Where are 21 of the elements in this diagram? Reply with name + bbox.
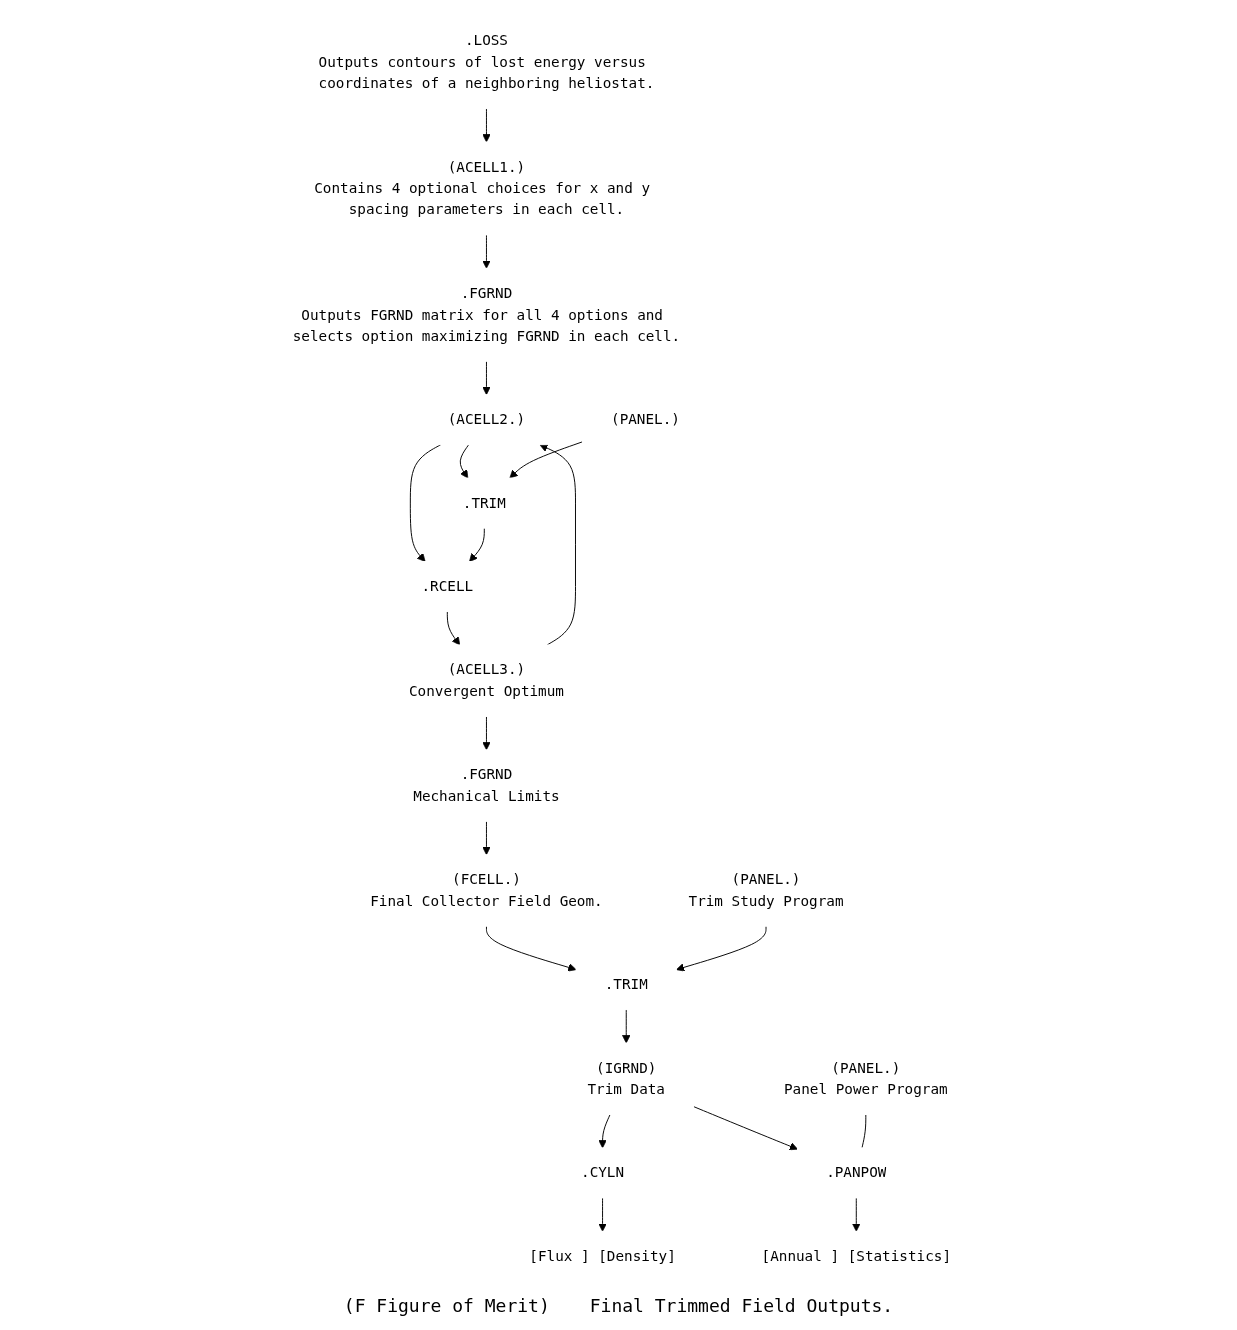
node-text: (FCELL.) Final Collector Field Geom. (370, 870, 603, 910)
node-text: .TRIM (604, 975, 648, 993)
note-text: (F Figure of Merit) (343, 1295, 550, 1316)
node-text: .LOSS Outputs contours of lost energy versus coordinates of a neighboring heliostat. (318, 31, 655, 92)
note-text: Final Trimmed Field Outputs. (589, 1295, 894, 1316)
node-text: .TRIM (462, 494, 506, 512)
node-text: .FGRND Outputs FGRND matrix for all 4 options and selects option maximizing FGRND in each cell. (292, 284, 681, 345)
connector (861, 1114, 867, 1149)
node-text: .PANPOW (826, 1164, 887, 1182)
node-text: .CYLN (580, 1164, 624, 1182)
node-text: [Flux ] [Density] (529, 1247, 676, 1265)
node-text: (ACELL1.) Contains 4 optional choices for x and y spacing parameters in each cell. (314, 158, 650, 219)
node-text: (ACELL3.) Convergent Optimum (408, 661, 564, 700)
node-text: [Annual ] [Statistics] (761, 1247, 951, 1265)
node-text: .FGRND Mechanical Limits (413, 766, 560, 805)
node-text: (PANEL.) Panel Power Program (783, 1059, 948, 1098)
node-text: (ACELL2.) (447, 410, 526, 429)
node-text: (PANEL.) Trim Study Program (688, 870, 844, 910)
node-text: (IGRND) Trim Data (587, 1059, 665, 1098)
node-text: .RCELL (421, 577, 474, 595)
node-text: (PANEL.) (610, 410, 680, 429)
